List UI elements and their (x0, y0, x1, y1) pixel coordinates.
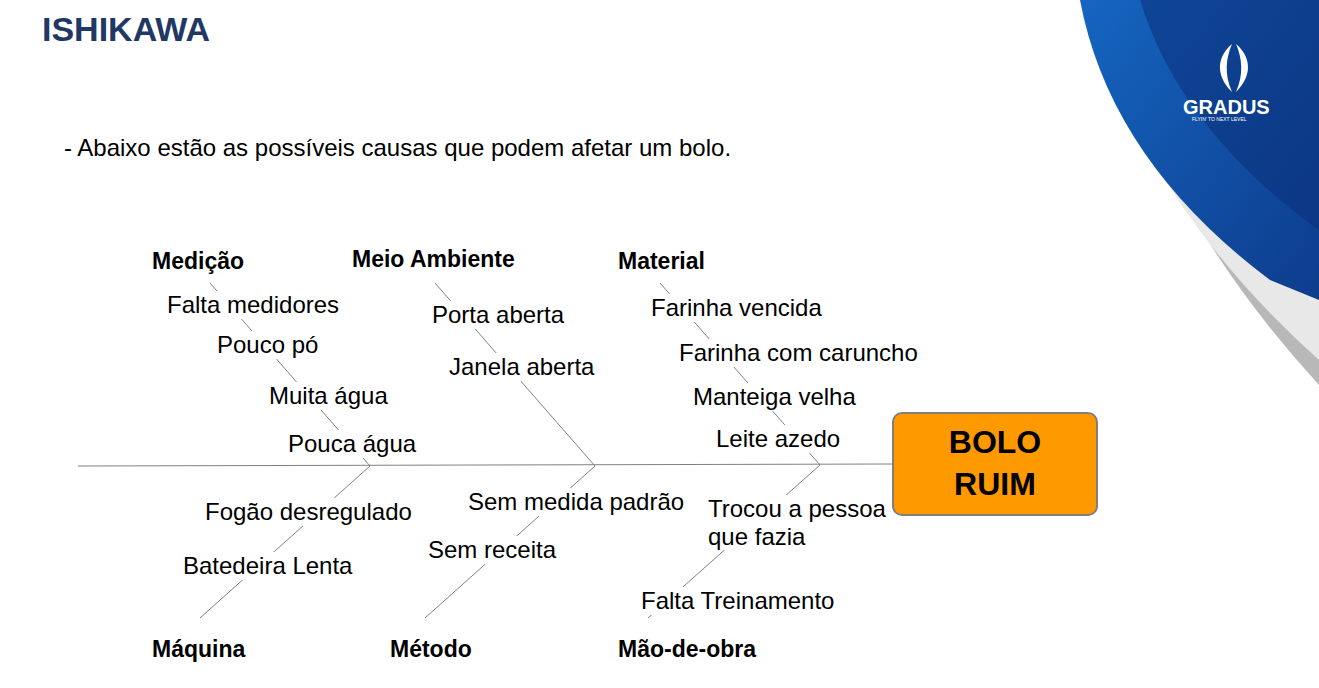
logo-tagline: FLYIN' TO NEXT LEVEL (1192, 117, 1247, 123)
category-label: Método (388, 636, 474, 662)
spine (78, 464, 893, 466)
cause-label: Farinha vencida (649, 294, 824, 322)
cause-label: Sem medida padrão (466, 488, 686, 516)
cause-label: Fogão desregulado (203, 498, 414, 526)
category-label: Máquina (150, 636, 247, 662)
cause-label: Batedeira Lenta (181, 552, 354, 580)
category-label: Material (616, 248, 707, 274)
effect-box: BOLO RUIM (892, 412, 1098, 516)
cause-label: Pouca água (286, 430, 418, 458)
cause-label: Farinha com caruncho (677, 339, 920, 367)
bone (200, 466, 370, 618)
cause-label: Falta medidores (165, 291, 341, 319)
cause-label: Manteiga velha (691, 383, 858, 411)
logo-icon (1236, 44, 1248, 92)
effect-text: BOLO RUIM (935, 422, 1055, 505)
logo-blue-band (1080, 0, 1319, 300)
category-label: Meio Ambiente (350, 246, 517, 272)
cause-label: Sem receita (426, 536, 558, 564)
cause-label: Leite azedo (714, 425, 842, 453)
cause-label: Porta aberta (430, 301, 566, 329)
logo-dark-band (1140, 0, 1319, 230)
cause-label: Falta Treinamento (639, 587, 836, 615)
cause-label: Trocou a pessoa que fazia (706, 495, 905, 550)
logo-icon (1220, 44, 1232, 92)
logo-text: GRADUS (1183, 96, 1270, 119)
category-label: Mão-de-obra (616, 636, 758, 662)
cause-label: Muita água (267, 382, 390, 410)
subtitle: - Abaixo estão as possíveis causas que p… (62, 134, 733, 162)
slide-title: ISHIKAWA (42, 10, 210, 49)
cause-label: Janela aberta (447, 353, 596, 381)
category-label: Medição (150, 248, 246, 274)
cause-label: Pouco pó (215, 331, 320, 359)
fishbone-lines (78, 283, 893, 618)
